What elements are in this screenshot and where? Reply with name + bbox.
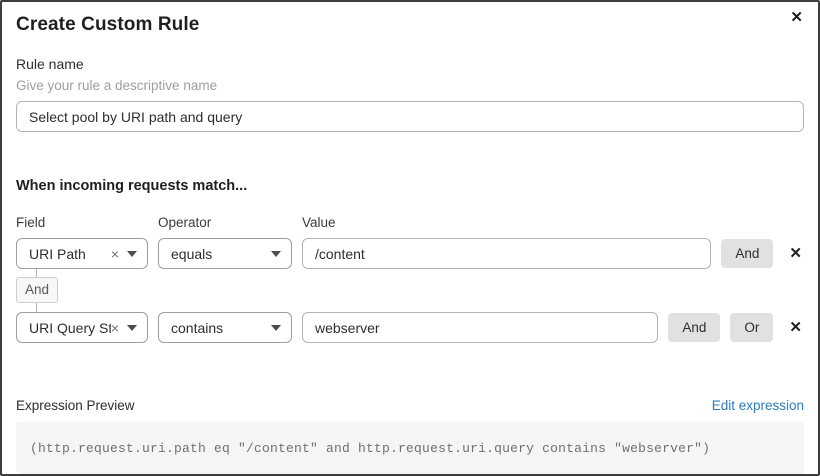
field-dropdown-value: URI Query St... (29, 319, 111, 336)
page-title: Create Custom Rule (16, 14, 200, 35)
expression-preview-header: Expression Preview Edit expression (16, 398, 804, 413)
clear-icon[interactable]: × (110, 245, 119, 262)
field-dropdown[interactable]: URI Query St... × (16, 312, 148, 343)
close-icon[interactable]: ✕ (790, 9, 803, 26)
rule-name-section: Rule name Give your rule a descriptive n… (16, 56, 804, 132)
connector-line-top (36, 269, 37, 277)
field-dropdown-value: URI Path (29, 245, 86, 262)
condition-row-2: URI Query St... × contains And Or ✕ (16, 312, 804, 343)
value-input[interactable] (302, 238, 712, 269)
edit-expression-link[interactable]: Edit expression (711, 398, 804, 413)
delete-row-icon[interactable]: ✕ (789, 319, 802, 336)
delete-row-icon[interactable]: ✕ (789, 245, 802, 262)
chevron-down-icon (127, 250, 137, 257)
matcher-heading: When incoming requests match... (16, 178, 248, 194)
expression-code-block: (http.request.uri.path eq "/content" and… (16, 422, 804, 474)
column-label-operator: Operator (158, 215, 212, 230)
condition-row-1: URI Path × equals And ✕ (16, 238, 804, 269)
connector-line-bottom (36, 303, 37, 312)
value-input[interactable] (302, 312, 659, 343)
column-label-field: Field (16, 215, 46, 230)
operator-dropdown[interactable]: contains (158, 312, 292, 343)
chevron-down-icon (271, 324, 281, 331)
row-connector: And (16, 269, 804, 312)
expression-preview-label: Expression Preview (16, 398, 135, 413)
or-button[interactable]: Or (730, 313, 774, 342)
operator-dropdown[interactable]: equals (158, 238, 292, 269)
operator-dropdown-value: contains (171, 319, 224, 336)
chevron-down-icon (127, 324, 137, 331)
matcher-section: When incoming requests match... Field Op… (16, 178, 804, 343)
field-dropdown[interactable]: URI Path × (16, 238, 148, 269)
and-button[interactable]: And (668, 313, 721, 342)
column-label-value: Value (302, 215, 336, 230)
operator-dropdown-value: equals (171, 245, 213, 262)
and-button[interactable]: And (721, 239, 774, 268)
clear-icon[interactable]: × (110, 319, 119, 336)
column-labels: Field Operator Value (16, 215, 804, 230)
chevron-down-icon (271, 250, 281, 257)
and-connector-badge: And (16, 277, 59, 303)
expression-code: (http.request.uri.path eq "/content" and… (30, 440, 711, 456)
rule-name-label: Rule name (16, 56, 84, 72)
rule-name-helper: Give your rule a descriptive name (16, 78, 218, 93)
rule-name-input[interactable] (16, 101, 804, 132)
